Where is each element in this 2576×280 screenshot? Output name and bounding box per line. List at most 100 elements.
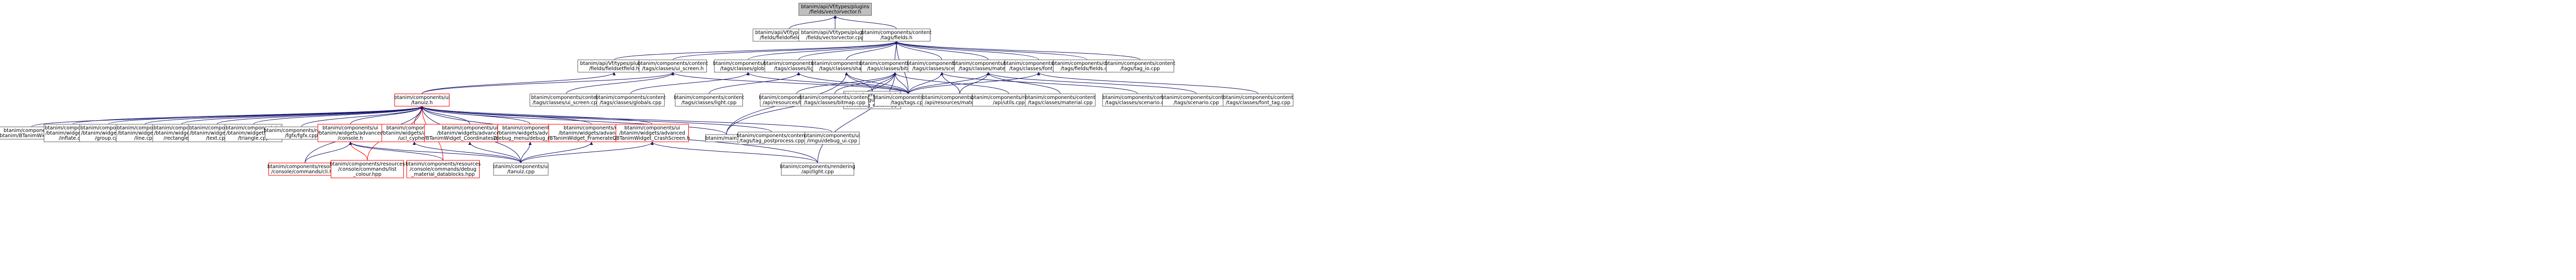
edge-tanuiz_cpp-to-adv_debug_menu — [520, 141, 532, 163]
node-label-line: /tags/classes/scenario.cpp — [1105, 100, 1170, 106]
edge-material_h-to-tags_fields_h — [895, 41, 989, 60]
node-label-line: /btanim/widgets/advanced — [619, 130, 685, 136]
node-label-line: /tags/classes/material.cpp — [1028, 100, 1093, 106]
node-label-line: /api/resources/materials.cpp — [925, 100, 995, 106]
edge-ui_screen_h-to-tags_fields_h — [672, 41, 898, 60]
node-label-line: btanim/components/content — [1004, 61, 1074, 67]
node-font_tag_cpp[interactable]: btanim/components/content/tags/classes/f… — [1223, 93, 1294, 107]
node-rendering_light[interactable]: btanim/components/rendering/api/light.cp… — [780, 162, 855, 176]
edge-rendering_fgfx-to-tanuiz_h — [301, 106, 423, 127]
edge-widget_triangle-to-tanuiz_h — [253, 106, 423, 125]
node-label-line: /ucl_cypher.h — [398, 136, 430, 141]
node-tanuiz_cpp[interactable]: btanim/components/ui/tanuiz.cpp — [493, 162, 549, 176]
dependency-edges — [31, 15, 1259, 163]
node-ui_screen_h[interactable]: btanim/components/content/tags/classes/u… — [638, 59, 708, 73]
node-box — [1025, 93, 1096, 107]
node-label-line: btanim/components/ui — [394, 95, 450, 101]
edge-scenario_classes_cpp-to-scenario_h — [940, 72, 1138, 94]
node-label-line: btanim/components/content — [1103, 95, 1173, 101]
edge-globals_cpp-to-globals_h — [630, 72, 750, 94]
node-label-line: /tags/classes/bitmap.cpp — [804, 100, 865, 106]
node-bitmap_cpp[interactable]: btanim/components/content/tags/classes/b… — [800, 93, 870, 107]
edge-fieldset_cpp-to-root — [789, 15, 837, 29]
node-box — [394, 93, 450, 107]
node-label-line: btanim/components/content — [674, 95, 744, 101]
node-console_list_colour[interactable]: btanim/components/resources/console/comm… — [330, 160, 405, 178]
node-label-line: /line.cpp — [134, 136, 155, 141]
edge-tanuiz_cpp-to-adv_console — [349, 141, 521, 163]
node-label-line: /btanim/widgets/advanced — [497, 130, 563, 136]
node-label-line: btanim/components/ui — [154, 125, 209, 131]
node-label-line: btanim/components/content — [638, 61, 708, 67]
node-label-line: btanim/components/ui — [117, 125, 173, 131]
node-box — [862, 28, 930, 42]
file-nodes: btanim/api/Vf/types/plugins/fields/vecto… — [0, 3, 1294, 178]
node-ui_screen_cpp[interactable]: btanim/components/content/tags/classes/u… — [530, 93, 603, 107]
node-label-line: btanim/components/ui — [493, 164, 549, 170]
node-box — [804, 131, 860, 145]
node-tag_postprocess[interactable]: btanim/components/content/tags/tag_postp… — [737, 131, 807, 145]
edge-console_datablocks-to-adv_console — [349, 141, 444, 161]
node-imgui_debug[interactable]: btanim/components/ui/imgui/debug_ui.cpp — [804, 131, 860, 145]
node-label-line: btanim/main.cpp — [705, 136, 748, 141]
node-label-line: /api/resources/textures.cpp — [763, 100, 831, 106]
edge-tanuiz_h-to-fieldsetfield_h — [421, 72, 616, 94]
node-label-line: btanim/components/ui — [442, 125, 498, 131]
node-adv_console[interactable]: btanim/components/ui/btanim/widgets/adva… — [317, 124, 383, 142]
node-label-line: /tags/classes/globals.h — [720, 66, 776, 72]
node-label-line: /imgui/debug_ui.cpp — [807, 138, 857, 144]
node-box — [530, 93, 603, 107]
node-globals_cpp[interactable]: btanim/components/content/tags/classes/g… — [596, 93, 666, 107]
node-label-line: /console/commands/debug — [410, 167, 477, 172]
edge-rendering_light-to-bitmap_h — [817, 72, 896, 163]
edge-tag_io_cpp-to-tags_fields_h — [895, 41, 1141, 60]
node-label-line: /tags/tag_postprocess.cpp — [739, 138, 804, 144]
edge-adv_coordinates-to-tanuiz_h — [420, 106, 470, 125]
edge-tanuiz_cpp-to-adv_ucl_cypher — [413, 141, 521, 163]
edge-imgui_debug-to-tanuiz_h — [420, 106, 833, 133]
node-tanuiz_h[interactable]: btanim/components/ui/tanuiz.h — [394, 93, 450, 107]
node-light_cpp[interactable]: btanim/components/content/tags/classes/l… — [674, 93, 744, 107]
node-scenario_classes_cpp[interactable]: btanim/components/content/tags/classes/s… — [1102, 93, 1173, 107]
node-box — [1102, 93, 1173, 107]
node-label-line: /tags/tags.cpp — [891, 100, 926, 106]
node-label-line: /btanim/widgets/advanced — [317, 130, 383, 136]
node-console_cli[interactable]: btanim/components/resources/console/comm… — [267, 162, 343, 176]
node-label-line: btanim/components/rendering — [780, 164, 855, 170]
node-material_cpp[interactable]: btanim/components/content/tags/classes/m… — [1025, 93, 1096, 107]
node-main_cpp[interactable]: btanim/main.cpp — [705, 134, 748, 142]
node-scenario_cpp[interactable]: btanim/components/content/tags/scenario.… — [1161, 93, 1232, 107]
node-box — [799, 28, 872, 42]
edge-console_list_colour-to-adv_console — [349, 141, 368, 161]
node-adv_crashscreen[interactable]: btanim/components/ui/btanim/widgets/adva… — [615, 124, 690, 142]
node-label-line: /tanuiz.cpp — [507, 169, 534, 175]
node-root[interactable]: btanim/api/Vf/types/plugins/fields/vecto… — [799, 3, 872, 16]
edge-widget_line-to-tanuiz_h — [144, 106, 423, 125]
node-label-line: /tags/classes/font_tag.cpp — [1226, 100, 1290, 106]
node-label-line: /console/commands/list — [338, 167, 397, 172]
node-label-line: /tags/classes/bitmap.h — [867, 66, 923, 72]
node-label-line: btanim/components/ui — [502, 125, 558, 131]
edge-rendering_materials-to-scenario_h — [940, 72, 960, 94]
node-fieldsetfield_h[interactable]: btanim/api/Vf/types/plugins/fields/field… — [578, 59, 651, 73]
node-label-line: btanim/components/content — [811, 61, 882, 67]
node-label-line: btanim/components/ui — [386, 125, 442, 131]
node-label-line: btanim/components/resources — [330, 161, 405, 167]
node-tag_io_cpp[interactable]: btanim/components/content/tags/tag_io.cp… — [1105, 59, 1176, 73]
node-label-line: btanim/components/content — [1052, 61, 1123, 67]
node-label-line: btanim/components/content — [531, 95, 602, 101]
node-label-line: btanim/components/content — [907, 61, 977, 67]
edge-adv_crashscreen-to-tanuiz_h — [420, 106, 653, 125]
node-console_datablocks[interactable]: btanim/components/resources/console/comm… — [405, 160, 481, 178]
node-label-line: /inflate.cpp — [59, 136, 87, 141]
edge-widget_text-to-tanuiz_h — [216, 106, 423, 125]
edge-tags_cpp-to-font_tag_h — [908, 72, 1040, 94]
edge-material_cpp-to-material_h — [987, 72, 1061, 94]
node-label-line: /tags/classes/scenario.h — [912, 66, 972, 72]
node-box — [616, 124, 689, 142]
node-label-line: /fields/vectorvector.h — [809, 9, 861, 15]
node-label-line: /debug_menu/debug_menu.h — [494, 136, 567, 141]
edge-globals_h-to-tags_fields_h — [748, 41, 898, 60]
node-tags_fields_h[interactable]: btanim/components/content/tags/fields.h — [861, 28, 932, 42]
node-vectorvector_cpp[interactable]: btanim/api/Vf/types/plugins/fields/vecto… — [799, 28, 872, 42]
